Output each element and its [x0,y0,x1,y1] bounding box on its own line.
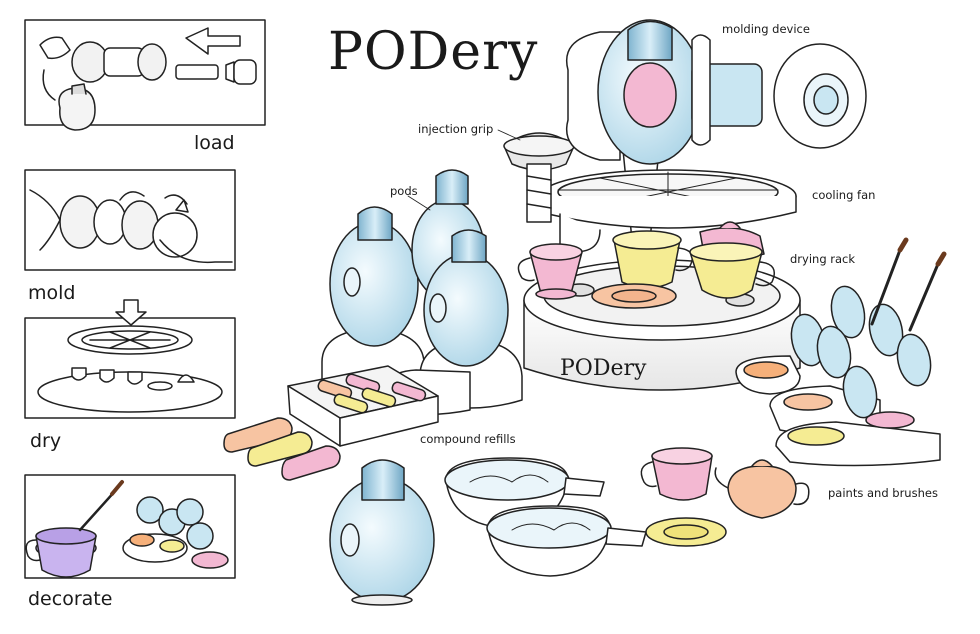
compound-sticks [223,417,341,481]
callout-cooling-fan: cooling fan [812,188,876,202]
paint-palettes [735,237,947,467]
step-label-load: load [194,132,235,154]
callout-injection-grip: injection grip [418,122,494,136]
pods-group [321,169,523,416]
injection-grip [503,132,575,223]
panel-load [24,19,266,131]
cooling-fan-tray [539,129,797,253]
callout-pods: pods [390,184,418,198]
step-label-mold: mold [28,282,76,304]
teacups-on-base [517,221,775,309]
callout-compound-refills: compound refills [420,432,516,446]
leader-lines [407,129,521,211]
page-title: PODery [328,22,539,82]
molding-device [566,19,867,165]
panel-mold [24,169,236,271]
mold-sketch-icon [29,189,233,264]
compound-refills-drawer [287,365,439,447]
step-label-decorate: decorate [28,588,113,610]
panel-dry [24,299,236,419]
dry-sketch-icon [37,299,223,413]
refill-trays [444,457,647,577]
callout-molding-device: molding device [722,22,810,36]
decorate-sketch-icon [25,480,229,578]
load-sketch-icon [39,27,257,131]
tea-set [640,447,810,547]
panel-decorate [24,474,236,579]
base-brand-label: PODery [560,356,647,381]
callout-drying-rack: drying rack [790,252,856,266]
step-label-dry: dry [30,430,62,452]
callout-paints-and-brushes: paints and brushes [828,486,938,500]
single-pod [329,459,435,606]
